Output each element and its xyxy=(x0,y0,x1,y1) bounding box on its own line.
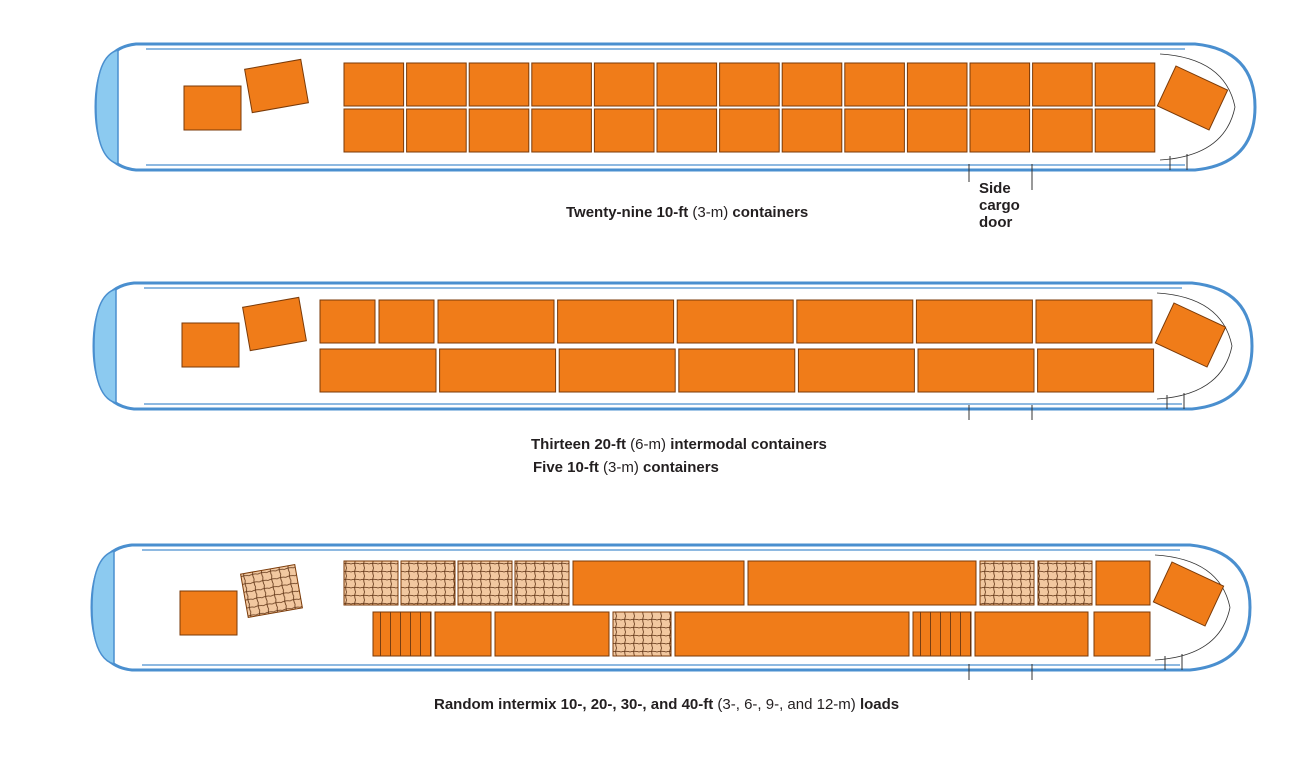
container-10ft xyxy=(434,611,492,657)
container-20ft xyxy=(1037,348,1155,393)
container-30ft xyxy=(572,560,745,606)
container-10ft xyxy=(593,108,655,153)
tail-detail xyxy=(1159,53,1236,108)
tail-detail xyxy=(1154,554,1231,608)
caption-layout-2-line-1: Thirteen 20-ft (6-m) intermodal containe… xyxy=(531,436,827,453)
aircraft-layout-2 xyxy=(92,281,1254,420)
container-20ft xyxy=(678,348,796,393)
strapped-load-10ft xyxy=(912,611,972,657)
container-10ft xyxy=(969,108,1031,153)
container-10ft xyxy=(781,108,843,153)
bulk-load-10ft xyxy=(457,560,513,606)
caption-layout-2-line-2: Five 10-ft (3-m) containers xyxy=(533,459,719,476)
bulk-load-10ft xyxy=(612,611,672,657)
container-10ft xyxy=(1154,302,1227,368)
nose-cone xyxy=(93,288,117,404)
container-20ft xyxy=(558,348,676,393)
container-20ft xyxy=(974,611,1089,657)
container-10ft xyxy=(781,62,843,107)
aircraft-layout-1 xyxy=(94,42,1257,190)
container-10ft xyxy=(406,62,467,107)
container-10ft xyxy=(1095,560,1151,606)
container-10ft xyxy=(406,108,467,153)
container-10ft xyxy=(181,322,240,368)
tail-detail xyxy=(1156,292,1233,347)
container-40ft xyxy=(674,611,910,657)
tail-detail xyxy=(1156,345,1233,400)
container-20ft xyxy=(439,348,557,393)
container-10ft xyxy=(244,58,309,114)
container-10ft xyxy=(179,590,238,636)
caption-layout-3: Random intermix 10-, 20-, 30-, and 40-ft… xyxy=(434,696,900,713)
container-20ft xyxy=(676,299,794,344)
tail-detail xyxy=(1154,607,1231,661)
container-10ft xyxy=(656,108,718,153)
container-10ft xyxy=(906,108,968,153)
container-10ft xyxy=(343,62,405,107)
container-40ft xyxy=(747,560,977,606)
strapped-load-10ft xyxy=(372,611,432,657)
container-10ft xyxy=(844,108,905,153)
container-10ft xyxy=(1032,108,1093,153)
container-10ft xyxy=(319,299,376,344)
container-10ft xyxy=(719,108,780,153)
container-20ft xyxy=(557,299,675,344)
container-10ft xyxy=(378,299,435,344)
tail-detail xyxy=(1159,106,1236,161)
container-10ft xyxy=(531,62,592,107)
container-10ft xyxy=(468,108,530,153)
bulk-load-10ft xyxy=(979,560,1035,606)
container-10ft xyxy=(531,108,592,153)
side-cargo-door-label: Side cargo door xyxy=(979,180,1020,231)
container-20ft xyxy=(915,299,1033,344)
container-20ft xyxy=(319,348,437,393)
container-10ft xyxy=(844,62,905,107)
bulk-load-10ft xyxy=(343,560,399,606)
nose-cone xyxy=(91,550,115,665)
container-10ft xyxy=(343,108,405,153)
bulk-load-10ft xyxy=(1037,560,1093,606)
container-10ft xyxy=(1152,561,1225,627)
nose-cone xyxy=(95,49,119,165)
container-10ft xyxy=(183,85,242,131)
aircraft-layout-3 xyxy=(90,543,1252,680)
container-10ft xyxy=(593,62,655,107)
bulk-load-10ft xyxy=(514,560,570,606)
container-10ft xyxy=(1094,62,1156,107)
container-10ft xyxy=(719,62,780,107)
container-10ft xyxy=(906,62,968,107)
container-10ft xyxy=(656,62,718,107)
container-10ft xyxy=(468,62,530,107)
container-10ft xyxy=(1156,65,1229,131)
container-10ft xyxy=(1093,611,1151,657)
container-20ft xyxy=(494,611,610,657)
container-20ft xyxy=(917,348,1035,393)
bulk-load-10ft xyxy=(400,560,456,606)
container-10ft xyxy=(1032,62,1093,107)
container-20ft xyxy=(1035,299,1153,344)
bulk-load-10ft xyxy=(240,563,303,619)
container-10ft xyxy=(242,296,307,352)
container-10ft xyxy=(969,62,1031,107)
container-20ft xyxy=(797,348,915,393)
container-20ft xyxy=(796,299,914,344)
container-20ft xyxy=(437,299,555,344)
caption-layout-1: Twenty-nine 10-ft (3-m) containers xyxy=(566,204,809,221)
container-10ft xyxy=(1094,108,1156,153)
